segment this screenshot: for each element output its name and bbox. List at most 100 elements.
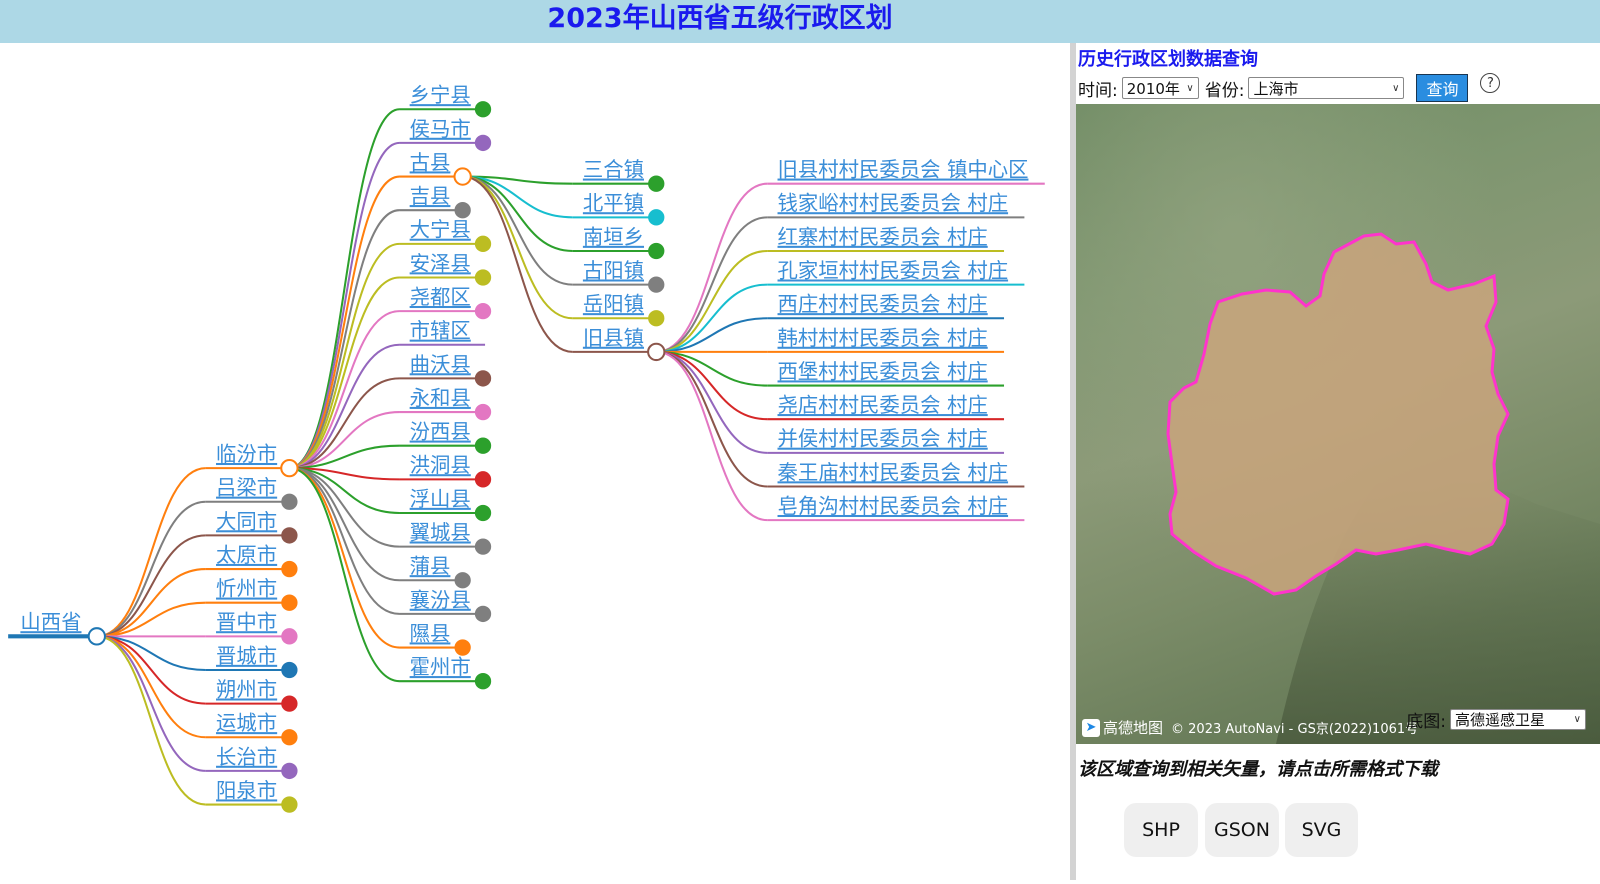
tree-node-circle[interactable]: [281, 560, 298, 578]
tree-node-circle[interactable]: [281, 594, 298, 611]
tree-node-circle[interactable]: [474, 370, 492, 387]
tree-node-label[interactable]: 三合镇: [583, 158, 644, 182]
tree-node-label[interactable]: 汾西县: [410, 420, 471, 444]
tree-node-label[interactable]: 侯马市: [410, 117, 471, 141]
tree-link: [656, 182, 768, 353]
tree-node-label[interactable]: 临汾市: [216, 442, 277, 466]
tree-node-label[interactable]: 忻州市: [216, 577, 277, 601]
tree-node-label[interactable]: 南垣乡: [583, 225, 644, 249]
tree-node-label[interactable]: 运城市: [216, 711, 277, 735]
tree-node-circle[interactable]: [281, 695, 298, 712]
tree-node-label[interactable]: 安泽县: [410, 251, 471, 275]
tree-node-circle[interactable]: [474, 471, 492, 488]
tree-node-circle[interactable]: [281, 762, 298, 780]
basemap-select[interactable]: 高德遥感卫星∨: [1450, 709, 1586, 730]
tree-node-circle[interactable]: [454, 572, 471, 589]
tree-node-label[interactable]: 韩村村村民委员会 村庄: [778, 326, 988, 350]
tree-node-label[interactable]: 市辖区: [410, 319, 471, 343]
tree-link: [289, 444, 400, 470]
tree-node-label[interactable]: 并侯村村民委员会 村庄: [778, 427, 988, 451]
tree-node-label[interactable]: 北平镇: [583, 191, 644, 215]
tree-node-circle[interactable]: [648, 242, 665, 260]
tree-node-circle[interactable]: [474, 504, 492, 522]
tree-node-label[interactable]: 旧县镇: [583, 326, 644, 350]
tree-node-circle[interactable]: [281, 729, 298, 746]
tree-node-label[interactable]: 尧店村村民委员会 村庄: [778, 393, 988, 417]
tree-node-label[interactable]: 曲沃县: [410, 352, 471, 376]
tree-node-circle[interactable]: [453, 167, 472, 186]
tree-node-circle[interactable]: [648, 276, 665, 293]
chevron-down-icon: ∨: [1573, 714, 1581, 725]
tree-node-circle[interactable]: [454, 639, 471, 656]
tree-node-label[interactable]: 隰县: [410, 621, 451, 645]
tree-node-circle[interactable]: [474, 673, 492, 690]
download-shp-button[interactable]: SHP: [1124, 803, 1198, 857]
tree-node-circle[interactable]: [280, 458, 299, 478]
tree-node-label[interactable]: 岳阳镇: [583, 292, 644, 316]
tree-node-circle[interactable]: [474, 605, 492, 623]
tree-node-label[interactable]: 西庄村村民委员会 村庄: [778, 292, 988, 316]
tree-node-label[interactable]: 永和县: [410, 386, 471, 410]
tree-node-label[interactable]: 吕梁市: [216, 476, 277, 500]
tree-node-label[interactable]: 太原市: [216, 543, 277, 567]
satellite-map[interactable]: ➤ 高德地图 © 2023 AutoNavi - GS京(2022)1061号 …: [1076, 104, 1600, 744]
tree-node-label[interactable]: 阳泉市: [216, 778, 277, 802]
tree-node-circle[interactable]: [648, 175, 665, 192]
tree-node-circle[interactable]: [281, 661, 298, 679]
download-svg-button[interactable]: SVG: [1285, 803, 1358, 857]
help-icon[interactable]: ?: [1480, 73, 1501, 93]
tree-node-circle[interactable]: [474, 134, 492, 152]
tree-node-label[interactable]: 晋城市: [216, 644, 277, 668]
tree-node-circle[interactable]: [281, 796, 298, 813]
tree-node-label[interactable]: 洪洞县: [410, 453, 471, 477]
tree-node-label[interactable]: 红寨村村民委员会 村庄: [778, 225, 988, 249]
tree-node-circle[interactable]: [281, 527, 298, 544]
tree-node-label[interactable]: 西堡村村民委员会 村庄: [778, 359, 988, 383]
tree-node-circle[interactable]: [281, 493, 298, 510]
tree-node-label[interactable]: 吉县: [410, 184, 451, 208]
province-select[interactable]: 上海市∨: [1248, 77, 1405, 99]
tree-node-label[interactable]: 皂角沟村村民委员会 村庄: [778, 494, 1009, 518]
tree-node-circle[interactable]: [474, 538, 492, 555]
tree-node-circle[interactable]: [87, 627, 106, 646]
tree-node-label[interactable]: 秦王庙村村民委员会 村庄: [778, 460, 1009, 484]
tree-node-circle[interactable]: [281, 628, 298, 645]
tree-node-label[interactable]: 翼城县: [410, 520, 471, 544]
tree-link: [656, 350, 768, 454]
basemap-control: 底图: 高德遥感卫星∨: [1406, 707, 1592, 732]
tree-node-circle[interactable]: [648, 310, 665, 327]
tree-node-label[interactable]: 霍州市: [410, 655, 471, 679]
tree-node-label[interactable]: 晋中市: [216, 610, 277, 634]
tree-node-label[interactable]: 钱家峪村村民委员会 村庄: [778, 191, 1009, 215]
download-gson-button[interactable]: GSON: [1205, 803, 1279, 857]
tree-node-label[interactable]: 孔家垣村村民委员会 村庄: [778, 258, 1009, 282]
tree-node-circle[interactable]: [474, 269, 492, 286]
tree-node-label[interactable]: 大同市: [216, 509, 277, 533]
tree-node-label[interactable]: 浮山县: [410, 487, 471, 511]
tree-node-label[interactable]: 大宁县: [410, 218, 471, 242]
tree-node-label[interactable]: 襄汾县: [410, 588, 471, 612]
tree-node-label[interactable]: 古县: [410, 150, 451, 174]
panel-divider[interactable]: [1070, 43, 1076, 880]
tree-node-label[interactable]: 朔州市: [216, 677, 277, 701]
tree-node-circle[interactable]: [647, 342, 666, 362]
tree-node-circle[interactable]: [474, 302, 492, 320]
tree-node-circle[interactable]: [474, 235, 492, 252]
time-select[interactable]: 2010年∨: [1121, 77, 1199, 99]
tree-node-label[interactable]: 乡宁县: [410, 83, 471, 107]
tree-node-label[interactable]: 山西省: [20, 610, 81, 634]
tree-node-label[interactable]: 长治市: [216, 745, 277, 769]
tree-node-label[interactable]: 蒲县: [410, 554, 451, 578]
tree-node-label[interactable]: 古阳镇: [583, 258, 644, 282]
tree-node-circle[interactable]: [454, 202, 471, 219]
tree-node-label[interactable]: 尧都区: [410, 285, 471, 309]
tree-node-label[interactable]: 旧县村村民委员会 镇中心区: [778, 158, 1029, 182]
tree-link: [656, 249, 768, 353]
tree-node-circle[interactable]: [474, 403, 492, 421]
tree-node-circle[interactable]: [648, 209, 665, 226]
tree-link: [462, 175, 573, 320]
tree-node-circle[interactable]: [474, 437, 492, 454]
tree-node-circle[interactable]: [474, 101, 492, 118]
query-button[interactable]: 查询: [1416, 74, 1469, 102]
region-boundary[interactable]: [1166, 232, 1510, 596]
